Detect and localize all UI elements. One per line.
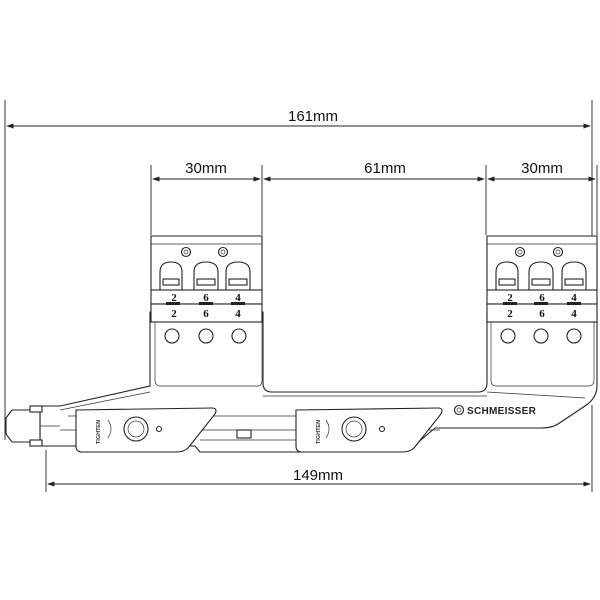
ring-left-lower-num-2: 6 xyxy=(203,308,209,320)
ring-right-lower-num-2: 6 xyxy=(539,308,545,320)
ring-left-lower-num-1: 2 xyxy=(171,308,177,320)
ring-left-upper-num-2: 6 xyxy=(203,292,209,304)
dimension-overall-label: 161mm xyxy=(288,108,338,125)
clamp-lever-right: TIGHTEN xyxy=(295,407,443,453)
brand-text: SCHMEISSER xyxy=(467,406,537,417)
lever-label-left: TIGHTEN xyxy=(96,420,102,444)
dimension-left-ring: 30mm xyxy=(150,160,263,235)
dimension-overall: 161mm xyxy=(4,100,593,440)
dimension-left-ring-label: 30mm xyxy=(185,160,227,177)
dimension-ring-spacing: 61mm xyxy=(263,160,487,235)
ring-left-upper-num-3: 4 xyxy=(235,292,241,304)
ring-right-upper-num-2: 6 xyxy=(539,292,545,304)
dimension-ring-spacing-label: 61mm xyxy=(364,160,406,177)
ring-left-upper-num-1: 2 xyxy=(171,292,177,304)
front-clamp xyxy=(5,405,60,447)
brand-logo: SCHMEISSER xyxy=(453,404,537,417)
ring-left-lower-num-3: 4 xyxy=(235,308,241,320)
ring-right-upper-num-3: 4 xyxy=(571,292,577,304)
ring-right: 2 6 4 2 6 4 xyxy=(486,235,598,344)
dimension-base-label: 149mm xyxy=(293,467,343,484)
clamp-lever-left: TIGHTEN xyxy=(75,407,217,453)
dimension-right-ring: 30mm xyxy=(487,160,598,235)
dimension-base: 149mm xyxy=(45,405,593,492)
ring-right-lower-num-1: 2 xyxy=(507,308,513,320)
ring-right-lower-num-3: 4 xyxy=(571,308,577,320)
ring-right-upper-num-1: 2 xyxy=(507,292,513,304)
ring-left: 2 6 4 2 6 4 xyxy=(150,235,263,344)
lever-label-right: TIGHTEN xyxy=(316,420,322,444)
dimension-right-ring-label: 30mm xyxy=(521,160,563,177)
